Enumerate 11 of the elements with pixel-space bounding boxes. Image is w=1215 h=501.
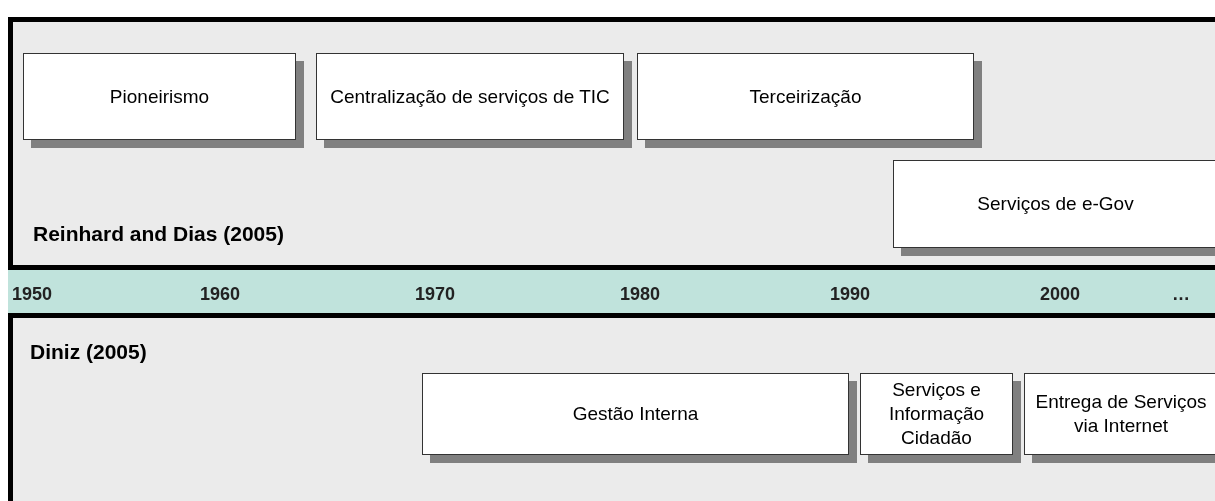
year-label: 1980	[620, 284, 661, 305]
panel-heading: Diniz (2005)	[30, 340, 147, 364]
year-label: 2000	[1040, 284, 1081, 305]
year-label: 1950	[12, 284, 53, 305]
year-label: …	[1172, 284, 1190, 305]
timeline-panel	[8, 318, 1215, 501]
panel-heading: Reinhard and Dias (2005)	[33, 222, 284, 246]
timeline-panel	[8, 17, 1215, 265]
year-label: 1990	[830, 284, 871, 305]
year-label: 1970	[415, 284, 456, 305]
year-label: 1960	[200, 284, 241, 305]
